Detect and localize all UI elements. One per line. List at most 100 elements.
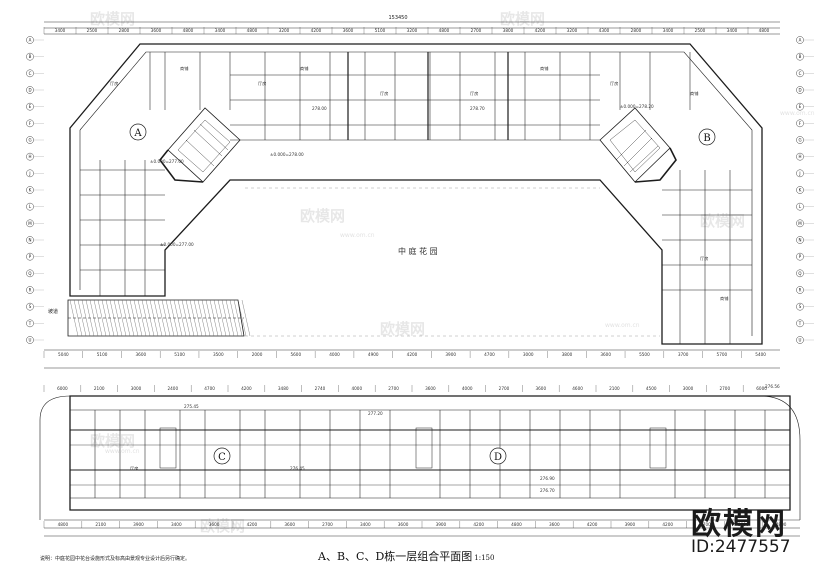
lower-dimension: 6000 bbox=[756, 386, 767, 391]
left-axis-bubble bbox=[26, 52, 34, 61]
ramp-label: 坡道 bbox=[48, 308, 58, 315]
left-axis-label: U bbox=[29, 338, 32, 343]
middle-dimension-chain bbox=[44, 349, 780, 369]
left-axis-label: H bbox=[28, 154, 31, 159]
bottom-dimension: 3600 bbox=[398, 522, 409, 527]
hatch-line bbox=[117, 299, 127, 337]
lower-dimension: 6000 bbox=[57, 386, 68, 391]
room-label: 厅房 bbox=[130, 465, 138, 472]
right-axis-label: D bbox=[798, 88, 801, 93]
top-dimension: 2700 bbox=[471, 28, 482, 33]
bottom-dimension: 2700 bbox=[700, 522, 711, 527]
left-axis-label: M bbox=[28, 221, 32, 226]
lower-dimension: 3600 bbox=[535, 386, 546, 391]
middle-dimension: 4700 bbox=[484, 352, 495, 357]
left-axis-bubble bbox=[26, 169, 34, 178]
right-axis-label: T bbox=[798, 321, 802, 326]
hatch-line bbox=[157, 299, 167, 337]
elevation-mark: 278.70 bbox=[470, 106, 485, 111]
building-tag-a bbox=[129, 123, 147, 141]
room-label: 厅房 bbox=[610, 80, 618, 87]
left-axis-bubble bbox=[26, 36, 34, 44]
right-axis-bubble bbox=[796, 236, 804, 244]
right-axis-bubble bbox=[796, 319, 804, 328]
stair-core-a bbox=[158, 107, 241, 183]
top-dimension: 4800 bbox=[439, 28, 450, 33]
bottom-dimension: 3600 bbox=[209, 522, 220, 527]
top-dimension: 4200 bbox=[311, 28, 322, 33]
lower-dimension: 4500 bbox=[646, 386, 657, 391]
top-dimension: 4800 bbox=[183, 28, 194, 33]
lower-dimension: 2100 bbox=[94, 386, 105, 391]
watermark: 欧模网 bbox=[500, 10, 546, 28]
watermark: 欧模网 bbox=[700, 212, 746, 230]
room-label: 厅房 bbox=[110, 80, 118, 87]
left-axis-bubble bbox=[26, 269, 34, 278]
room-and-elevation-labels: 厅房商铺厅房商铺厅房厅房商铺厅房商铺厅房商铺厅房±0.000=277.00±0.… bbox=[110, 65, 780, 493]
left-axis-bubble bbox=[26, 319, 34, 328]
left-axis-label: L bbox=[29, 204, 32, 209]
lower-dimension: 2100 bbox=[609, 386, 620, 391]
bottom-dimension: 3900 bbox=[133, 522, 144, 527]
top-dimension: 2800 bbox=[631, 28, 642, 33]
elevation-mark: ±0.000=277.00 bbox=[150, 159, 184, 164]
left-axis-label: F bbox=[29, 121, 32, 126]
building-tag-b bbox=[698, 128, 716, 146]
bottom-dimension: 4200 bbox=[587, 522, 598, 527]
elevation-mark: 276.56 bbox=[765, 384, 780, 389]
left-axis-label: Q bbox=[28, 271, 31, 276]
right-axis-label: M bbox=[798, 221, 802, 226]
bottom-dimension: 3400 bbox=[171, 522, 182, 527]
top-dimension: 3400 bbox=[727, 28, 738, 33]
middle-dimension: 3000 bbox=[523, 352, 534, 357]
left-axis-label: G bbox=[28, 138, 31, 143]
right-axis-label: G bbox=[798, 138, 801, 143]
building-tag-d bbox=[489, 447, 507, 465]
left-axis-label: J bbox=[28, 171, 30, 176]
right-axis-bubble bbox=[796, 186, 804, 194]
left-axis-bubble bbox=[26, 336, 34, 344]
top-dimension: 3200 bbox=[567, 28, 578, 33]
middle-dimension: 5100 bbox=[174, 352, 185, 357]
right-axis-label: R bbox=[799, 288, 802, 293]
lower-dimension: 4000 bbox=[351, 386, 362, 391]
top-dimension: 3800 bbox=[503, 28, 514, 33]
middle-dimension: 3800 bbox=[562, 352, 573, 357]
model-id: ID:2477557 bbox=[691, 537, 791, 557]
left-axis-bubble bbox=[26, 86, 34, 94]
middle-dimension: 5600 bbox=[290, 352, 301, 357]
right-axis-bubble bbox=[796, 286, 804, 294]
right-axis-label: U bbox=[799, 338, 802, 343]
watermark: 欧模网 bbox=[380, 320, 426, 338]
left-axis-label: N bbox=[29, 238, 32, 243]
right-axis-bubble bbox=[796, 136, 804, 144]
elevation-mark: 275.45 bbox=[184, 404, 199, 409]
lower-dimension: 3000 bbox=[683, 386, 694, 391]
right-axis-label: Q bbox=[798, 271, 801, 276]
top-dimension: 3200 bbox=[407, 28, 418, 33]
bottom-dimension: 2100 bbox=[95, 522, 106, 527]
top-dimension: 3600 bbox=[151, 28, 162, 33]
top-dimension: 4800 bbox=[759, 28, 770, 33]
left-axis-label: S bbox=[29, 304, 32, 309]
top-dimension: 3400 bbox=[663, 28, 674, 33]
left-axis-bubble bbox=[26, 236, 34, 244]
room-label: 商铺 bbox=[180, 65, 188, 72]
watermark-site: www.om.cn bbox=[605, 322, 640, 329]
right-axis-bubble bbox=[796, 119, 804, 128]
elevation-mark: 276.45 bbox=[290, 466, 305, 471]
left-axis-bubble bbox=[26, 152, 34, 161]
left-axis-bubble bbox=[26, 219, 34, 228]
hatch-line bbox=[241, 299, 251, 337]
lower-dimension: 2400 bbox=[167, 386, 178, 391]
lower-dimension: 3480 bbox=[278, 386, 289, 391]
hatch-line bbox=[77, 299, 87, 337]
design-note: 说明：中庭花园中花台设施形式及标高由景观专业设计后另行确定。 bbox=[40, 556, 191, 562]
right-axis-bubble bbox=[796, 219, 804, 228]
bottom-dimension: 2700 bbox=[322, 522, 333, 527]
hatch-line bbox=[217, 299, 227, 337]
watermark: 欧模网 bbox=[200, 517, 246, 535]
